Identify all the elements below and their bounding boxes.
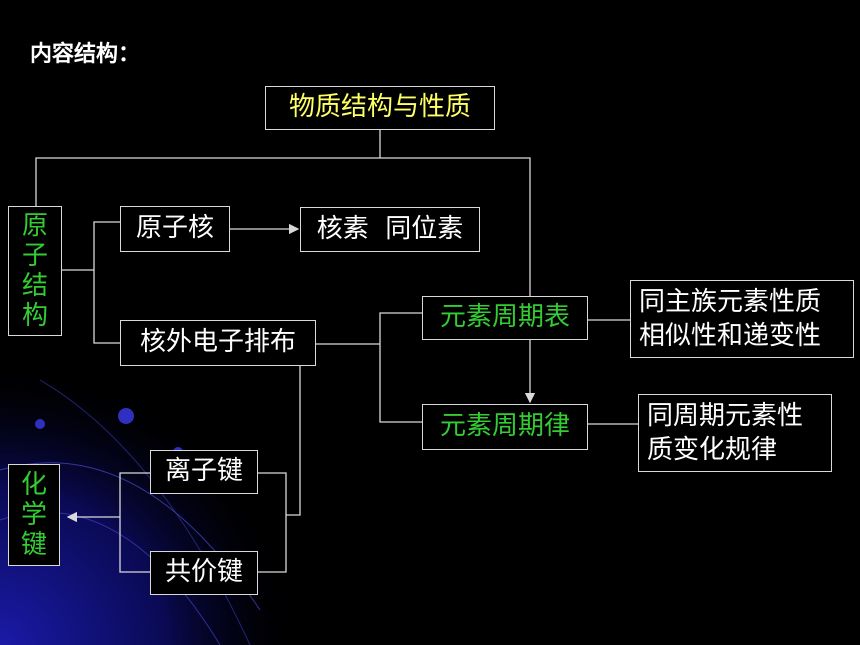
nucleus-label: 原子核 [135,213,214,244]
root-topic-box: 物质结构与性质 [265,86,495,130]
chemical-bond-char: 学 [20,500,47,530]
main-group-note-line: 相似性和递变性 [639,321,822,351]
ionic-bond-box: 离子键 [150,450,258,494]
periodic-table-label: 元素周期表 [439,302,570,333]
atomic-structure-char: 结 [21,271,48,301]
ionic-bond-label: 离子键 [164,456,243,487]
electron-arrangement-label: 核外电子排布 [139,327,296,358]
chemical-bond-char: 化 [20,470,47,500]
nuclide-isotope-box: 核素 同位素 [300,207,480,252]
covalent-bond-label: 共价键 [164,557,243,588]
chemical-bond-box: 化 学 键 [8,464,60,566]
periodic-law-label: 元素周期律 [439,411,570,442]
covalent-bond-box: 共价键 [150,551,258,595]
period-note-line: 质变化规律 [647,435,778,465]
atomic-structure-char: 原 [21,211,48,241]
periodic-table-box: 元素周期表 [422,296,588,340]
main-group-note-line: 同主族元素性质 [639,287,822,317]
page-heading: 内容结构： [30,42,141,67]
periodic-law-box: 元素周期律 [422,404,588,450]
atomic-structure-box: 原 子 结 构 [8,206,62,336]
root-topic-label: 物质结构与性质 [288,92,471,123]
main-group-note-box: 同主族元素性质 相似性和递变性 [630,280,854,358]
chemical-bond-char: 键 [20,530,47,560]
atomic-structure-char: 子 [21,241,48,271]
nuclide-isotope-label: 核素 同位素 [316,213,464,244]
period-note-box: 同周期元素性 质变化规律 [638,394,832,472]
electron-arrangement-box: 核外电子排布 [120,320,316,366]
atomic-structure-char: 构 [21,301,48,331]
nucleus-box: 原子核 [120,206,230,252]
period-note-line: 同周期元素性 [647,401,804,431]
